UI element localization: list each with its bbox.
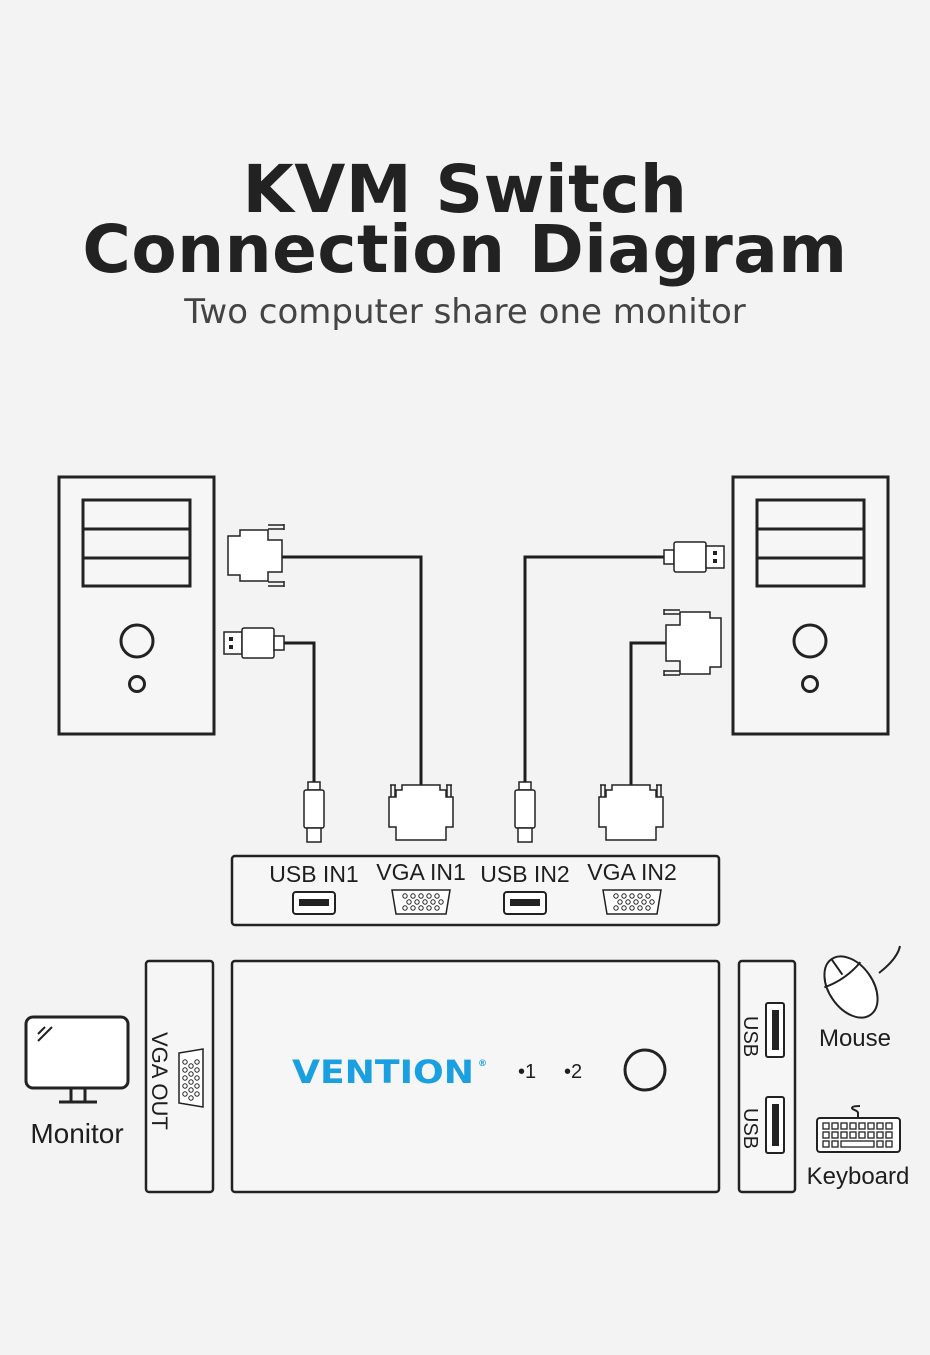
usb-plug-in2 — [514, 781, 536, 843]
usb-label-bottom: USB — [739, 1108, 761, 1149]
switch-front-panel: VENTION ® •1 •2 — [230, 959, 721, 1194]
usb-plug-right-pc — [663, 541, 725, 573]
switch-side-vga-panel: VGA OUT — [144, 959, 215, 1194]
usb-port-top — [765, 1002, 785, 1058]
mouse-icon — [823, 945, 901, 1019]
usb-in2-port — [503, 891, 547, 915]
title-line-2: Connection Diagram — [82, 211, 848, 288]
usb-plug-in1 — [303, 781, 325, 843]
usb-plug-left-pc — [223, 627, 285, 659]
usb-in1-port — [292, 891, 336, 915]
vga-in2-port — [602, 889, 662, 915]
title-line-1: KVM Switch — [242, 151, 688, 228]
vga-plug-left-pc — [227, 524, 285, 587]
vga-in2-label: VGA IN2 — [587, 859, 676, 885]
subtitle: Two computer share one monitor — [184, 292, 746, 332]
vga-in1-port — [391, 889, 451, 915]
switch-rear-panel: USB IN1 VGA IN1 USB IN2 VGA IN2 — [230, 854, 721, 927]
vga-out-port — [178, 1048, 204, 1108]
mouse-label: Mouse — [819, 1025, 891, 1052]
brand-logo: VENTION — [292, 1053, 474, 1091]
usb-in1-label: USB IN1 — [269, 861, 358, 887]
vga-in1-label: VGA IN1 — [376, 859, 465, 885]
vga-plug-in2 — [598, 784, 664, 841]
computer-right — [731, 475, 890, 736]
computer-left — [57, 475, 216, 736]
usb-in2-label: USB IN2 — [480, 861, 569, 887]
monitor-label: Monitor — [30, 1118, 123, 1149]
led-indicator-2: •2 — [564, 1061, 582, 1083]
keyboard-icon — [816, 1105, 901, 1153]
led-indicator-1: •1 — [518, 1061, 536, 1083]
switch-button-icon[interactable] — [623, 1048, 667, 1092]
usb-label-top: USB — [739, 1016, 761, 1057]
brand-registered-mark: ® — [478, 1059, 487, 1069]
keyboard-label: Keyboard — [807, 1163, 910, 1190]
usb-port-bottom — [765, 1096, 785, 1154]
vga-out-label: VGA OUT — [147, 1032, 172, 1130]
vga-plug-in1 — [388, 784, 454, 841]
switch-side-usb-panel: USB USB — [737, 959, 797, 1194]
vga-plug-right-pc — [663, 609, 722, 676]
monitor-icon — [24, 1015, 130, 1104]
cables — [282, 555, 666, 787]
